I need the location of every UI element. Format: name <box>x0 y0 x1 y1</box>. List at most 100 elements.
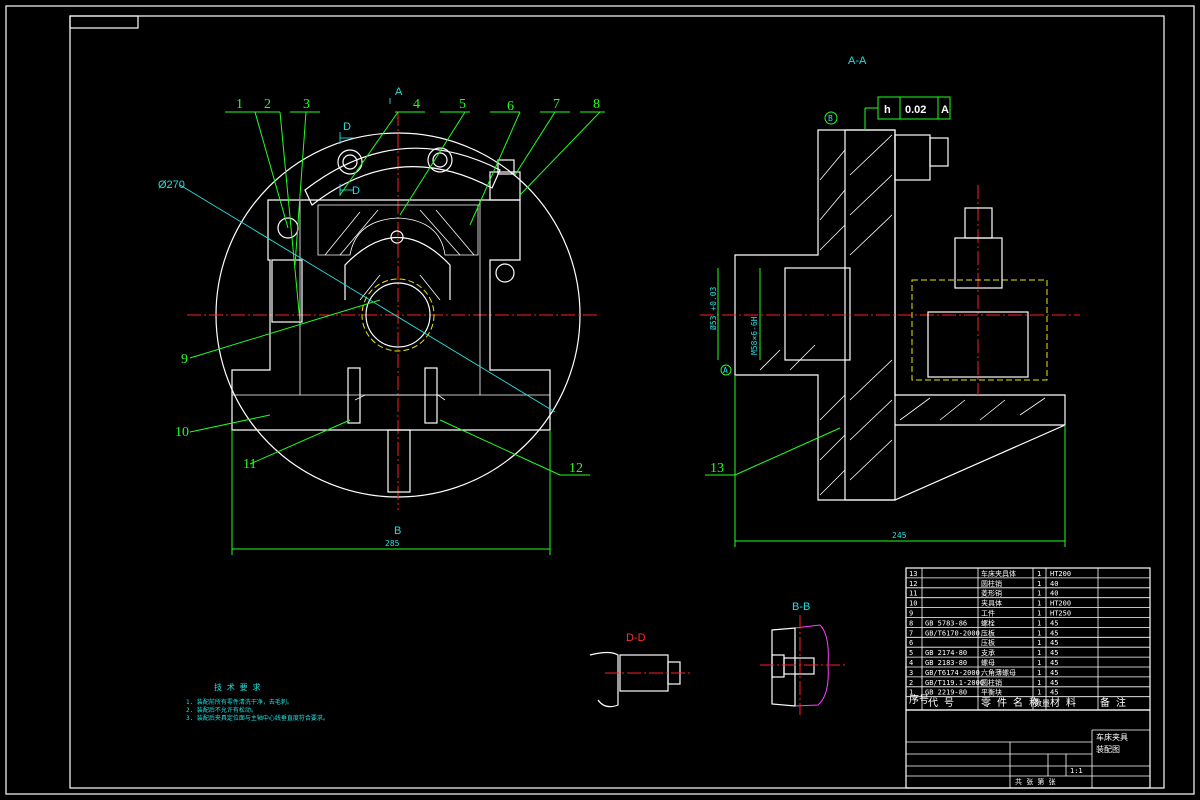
bom-cell-no: 3 <box>909 669 913 677</box>
bom-cell-code: GB/T6170-2000 <box>925 629 980 637</box>
bom-cell-qty: 1 <box>1037 590 1041 598</box>
callout-11: 11 <box>243 457 256 472</box>
bom-cell-qty: 1 <box>1037 580 1041 588</box>
callout-4: 4 <box>413 97 420 112</box>
callout-1: 1 <box>236 97 243 112</box>
bom-cell-code: GB 2219-80 <box>925 689 967 697</box>
inner-frame <box>69 15 1165 789</box>
title-block <box>905 709 1151 789</box>
callout-8: 8 <box>593 97 600 112</box>
bom-cell-name: 车床夹具体 <box>981 569 1016 578</box>
bom-cell-name: 螺栓 <box>981 618 995 627</box>
arc-bolt-left <box>337 149 363 175</box>
bom-cell-no: 6 <box>909 639 913 647</box>
stud-nut <box>964 207 993 239</box>
note-line-2: 2. 装配后不允许有松动。 <box>186 706 257 714</box>
title-line-2: 装配图 <box>1096 744 1120 754</box>
callout-13-leader <box>734 427 841 476</box>
title-line-1: 车床夹具 <box>1096 732 1128 742</box>
bom-cell-no: 2 <box>909 679 913 687</box>
cut-d1-label: D <box>343 121 351 133</box>
section-a-a-view <box>700 96 1080 547</box>
bom-cell-qty: 1 <box>1037 570 1041 578</box>
section-dd-label: D-D <box>626 632 646 644</box>
faceplate-hatch <box>759 134 1046 496</box>
cut-d2-label: D <box>352 185 360 197</box>
corner-tag-box <box>69 15 139 29</box>
bom-cell-qty: 1 <box>1037 679 1041 687</box>
cut-b-label: B <box>394 525 401 537</box>
title-scale: 1:1 <box>1070 767 1083 775</box>
bom-cell-material: 45 <box>1050 619 1058 627</box>
workpiece-bore <box>365 282 431 348</box>
tolerance-symbol: h <box>884 104 891 116</box>
bb-pin <box>783 657 815 675</box>
bom-cell-material: 45 <box>1050 649 1058 657</box>
bom-header-material: 材 料 <box>1050 696 1076 709</box>
clamp-block <box>927 311 1029 378</box>
bom-cell-name: 螺母 <box>981 658 995 667</box>
diameter-dim: Ø270 <box>158 179 185 191</box>
bom-cell-qty: 1 <box>1037 600 1041 608</box>
bom-cell-material: 45 <box>1050 689 1058 697</box>
datum-b-label: B <box>828 114 833 123</box>
side-width-dim: 245 <box>892 531 907 540</box>
tolerance-datum: A <box>941 104 949 116</box>
callout-9: 9 <box>181 352 188 367</box>
bore-thread-dim: M58×6-6H <box>750 316 759 355</box>
section-bb-label: B-B <box>792 601 810 613</box>
bom-cell-material: 40 <box>1050 590 1058 598</box>
datum-b-circle <box>824 111 838 125</box>
bom-cell-code: GB 2174-80 <box>925 649 967 657</box>
section-aa-label: A-A <box>848 55 867 67</box>
front-width-dim: 285 <box>385 539 400 548</box>
bom-cell-qty: 1 <box>1037 639 1041 647</box>
bom-row-lines <box>906 577 1150 698</box>
section-d-d-view <box>589 651 690 708</box>
outer-frame <box>5 5 1195 795</box>
left-post <box>271 259 303 323</box>
bom-cell-material: HT200 <box>1050 570 1071 578</box>
bom-header-qty: 数量 <box>1034 698 1050 708</box>
front-view <box>179 98 605 555</box>
bom-cell-no: 8 <box>909 619 913 627</box>
bom-cell-qty: 1 <box>1037 610 1041 618</box>
bom-cell-qty: 1 <box>1037 669 1041 677</box>
bom-cell-no: 12 <box>909 580 917 588</box>
right-pin-circle <box>495 263 515 283</box>
bom-cell-qty: 1 <box>1037 629 1041 637</box>
bom-cell-no: 13 <box>909 570 917 578</box>
bom-cell-material: HT250 <box>1050 610 1071 618</box>
note-line-1: 1. 装配前所有零件清洗干净，去毛刺。 <box>186 698 293 706</box>
workpiece-outline <box>911 279 1048 381</box>
clamp-bolt-head <box>489 171 521 201</box>
bom-cell-name: 工件 <box>981 609 995 618</box>
cut-a-label: A <box>395 86 403 98</box>
vee-pin <box>390 230 404 244</box>
bom-cell-material: 45 <box>1050 679 1058 687</box>
bom-cell-name: 菱形销 <box>981 589 1002 598</box>
bom-cell-material: 45 <box>1050 659 1058 667</box>
bom-cell-name: 压板 <box>981 628 995 637</box>
bom-cell-name: 圆柱销 <box>981 579 1002 588</box>
bom-cell-no: 7 <box>909 629 913 637</box>
workpiece-arc <box>344 236 451 300</box>
callout-6: 6 <box>507 99 514 114</box>
callout-2: 2 <box>264 97 271 112</box>
arc-bolt-right <box>427 147 453 173</box>
bom-cell-name: 压板 <box>981 638 995 647</box>
top-bracket <box>894 134 931 181</box>
bom-header-no: 序号 <box>909 693 929 706</box>
bom-cell-no: 10 <box>909 600 917 608</box>
notes-title: 技 术 要 求 <box>214 682 260 692</box>
datum-a-circle <box>720 364 732 376</box>
callout-leaders <box>189 111 605 476</box>
callout-13: 13 <box>710 461 724 476</box>
locating-pin-left <box>347 367 361 424</box>
bom-cell-material: 45 <box>1050 639 1058 647</box>
bom-cell-code: GB/T119.1-2000 <box>925 679 984 687</box>
note-line-3: 3. 装配后夹具定位面与主轴中心线垂直度符合要求。 <box>186 714 329 722</box>
tolerance-value: 0.02 <box>905 104 926 116</box>
